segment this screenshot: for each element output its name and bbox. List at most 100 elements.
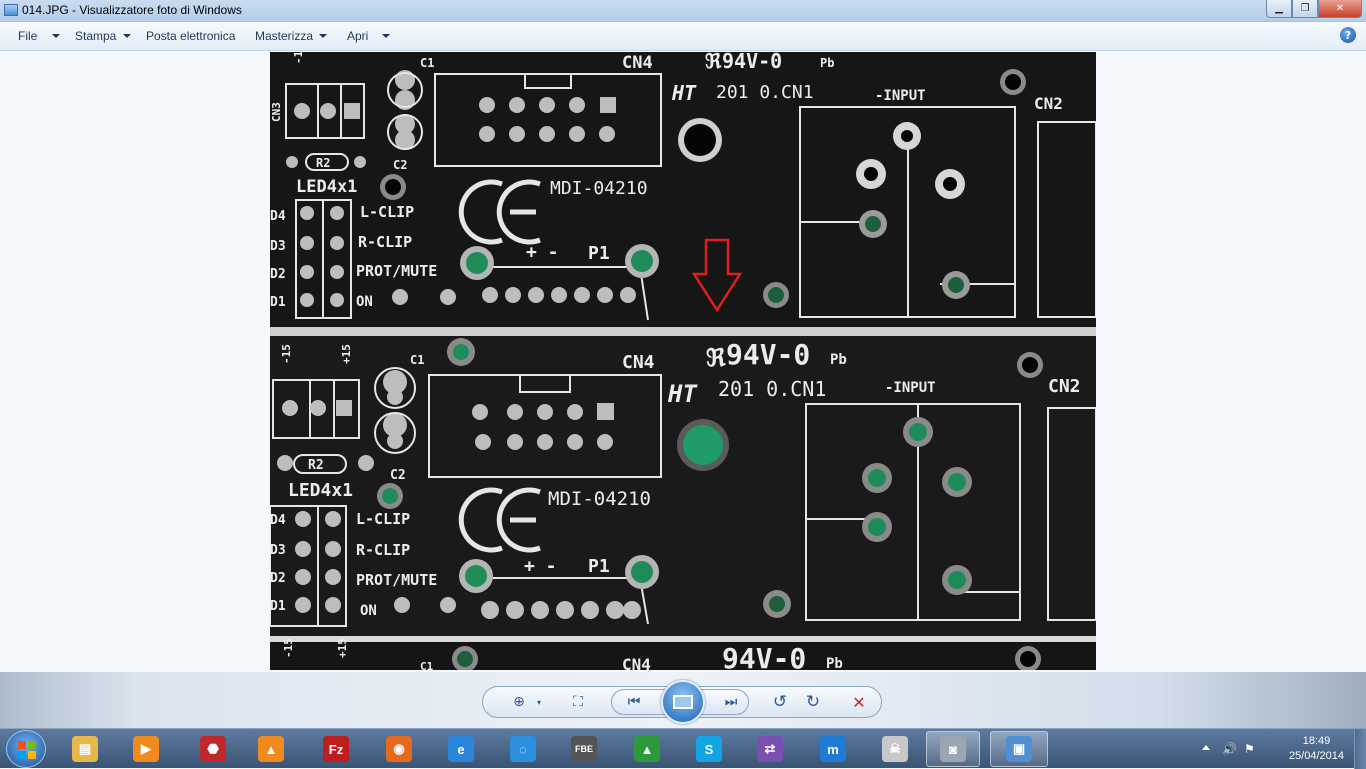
svg-text:D4: D4	[270, 513, 286, 528]
taskbar-app-vlc[interactable]: ▲	[244, 731, 298, 767]
svg-text:ON: ON	[360, 603, 377, 619]
media-player-icon: ▶	[133, 736, 159, 762]
rotate-counterclockwise-icon[interactable]: ↺	[772, 692, 788, 712]
taskbar-app-skype[interactable]: S	[682, 731, 736, 767]
label-c1: C1	[420, 56, 434, 70]
svg-text:MDI-04210: MDI-04210	[548, 488, 651, 510]
show-desktop-button[interactable]	[1354, 729, 1366, 769]
previous-icon[interactable]: ⏮	[627, 694, 641, 710]
taskbar-app-camera[interactable]: ◙	[926, 731, 980, 767]
next-icon[interactable]: ⏭	[724, 694, 738, 710]
svg-text:Pb: Pb	[830, 352, 847, 368]
chevron-down-icon[interactable]	[319, 34, 327, 38]
camera-icon: ◙	[940, 736, 966, 762]
maxthon-icon: m	[820, 736, 846, 762]
start-button[interactable]	[6, 730, 46, 768]
taskbar-app-firefox[interactable]: ◉	[372, 731, 426, 767]
taskbar-app-filezilla[interactable]: Fz	[309, 731, 363, 767]
taskbar-app-maxthon[interactable]: m	[806, 731, 860, 767]
zoom-icon[interactable]: ⊕	[513, 694, 525, 710]
svg-text:C1: C1	[420, 660, 434, 670]
menu-bar: File Stampa Posta elettronica Masterizza…	[0, 22, 1366, 51]
menu-posta-elettronica[interactable]: Posta elettronica	[146, 29, 236, 43]
taskbar-app-network-tool[interactable]: ⇄	[743, 731, 797, 767]
taskbar-app-fbe[interactable]: FBE	[557, 731, 611, 767]
label-c2: C2	[393, 158, 407, 172]
zoom-dropdown-icon[interactable]: ▾	[536, 697, 541, 707]
minimize-button[interactable]: ▁	[1266, 0, 1292, 18]
chevron-down-icon[interactable]	[382, 34, 390, 38]
slideshow-icon	[673, 695, 693, 709]
svg-text:-15: -15	[280, 344, 293, 364]
displayed-photo: CN4 ℜ 94V-0 Pb HT 201 0.CN1 -INPUT CN2 C…	[270, 52, 1096, 670]
menu-masterizza[interactable]: Masterizza	[255, 29, 314, 43]
label-cn2: CN2	[1034, 94, 1063, 113]
taskbar-app-stop-app[interactable]: ⬣	[186, 731, 240, 767]
maximize-button[interactable]: ❐	[1292, 0, 1318, 18]
label-rclip: R-CLIP	[358, 233, 412, 251]
filezilla-icon: Fz	[323, 736, 349, 762]
network-tool-icon: ⇄	[757, 736, 783, 762]
svg-text:D3: D3	[270, 543, 286, 558]
label-cn1: 201 0.CN1	[716, 82, 814, 103]
firefox-icon: ◉	[386, 736, 412, 762]
svg-text:R-CLIP: R-CLIP	[356, 541, 410, 559]
svg-text:C2: C2	[390, 468, 406, 483]
help-icon[interactable]: ?	[1340, 27, 1356, 43]
title-bar[interactable]: 014.JPG - Visualizzatore foto di Windows…	[0, 0, 1366, 22]
internet-explorer-icon: e	[448, 736, 474, 762]
menu-stampa[interactable]: Stampa	[75, 29, 117, 43]
image-viewport[interactable]: CN4 ℜ 94V-0 Pb HT 201 0.CN1 -INPUT CN2 C…	[0, 52, 1366, 672]
label-prot: PROT/MUTE	[356, 262, 437, 280]
slideshow-button[interactable]	[661, 680, 705, 724]
volume-icon[interactable]: 🔊	[1222, 742, 1237, 756]
taskbar-app-photo-viewer[interactable]: ▣	[990, 731, 1048, 767]
label-d1: D1	[270, 295, 286, 310]
label-input: -INPUT	[875, 88, 926, 104]
svg-text:CN2: CN2	[1048, 376, 1081, 397]
actual-size-icon[interactable]: ⛶	[573, 694, 583, 710]
taskbar-app-green-app[interactable]: ▲	[620, 731, 674, 767]
chat-icon: ◌	[510, 736, 536, 762]
svg-text:HT: HT	[667, 380, 698, 408]
rotate-clockwise-icon[interactable]: ↻	[805, 692, 821, 712]
show-hidden-icons-icon[interactable]	[1202, 745, 1210, 750]
chevron-down-icon[interactable]	[123, 34, 131, 38]
label-lclip: L-CLIP	[360, 203, 414, 221]
close-button[interactable]: ✕	[1318, 0, 1362, 18]
svg-text:ℜ: ℜ	[705, 52, 722, 73]
svg-text:CN4: CN4	[622, 352, 655, 373]
label-on: ON	[356, 294, 373, 310]
label-p1: P1	[588, 243, 610, 264]
taskbar-app-explorer[interactable]: ▤	[58, 731, 112, 767]
taskbar-app-chat[interactable]: ◌	[496, 731, 550, 767]
svg-text:201 0.CN1: 201 0.CN1	[718, 377, 826, 401]
chevron-down-icon[interactable]	[52, 34, 60, 38]
svg-text:+15: +15	[340, 344, 353, 364]
menu-file[interactable]: File	[18, 29, 38, 43]
network-icon[interactable]: ⚑	[1244, 742, 1255, 756]
windows-logo-icon	[18, 741, 36, 759]
menu-apri[interactable]: Apri	[347, 29, 369, 43]
alien-icon: ☠	[882, 736, 908, 762]
taskbar-app-alien[interactable]: ☠	[868, 731, 922, 767]
taskbar-app-internet-explorer[interactable]: e	[434, 731, 488, 767]
photo-viewer-app-icon	[4, 4, 18, 16]
label-r2: R2	[316, 156, 330, 170]
clock[interactable]: 18:49 25/04/2014	[1289, 734, 1344, 764]
label-ul: 94V-0	[722, 52, 782, 73]
viewer-control-bar: ⊕ ▾ ⛶ ⏮ ⏭ ↺ ↻ ✕	[0, 672, 1366, 728]
svg-text:Pb: Pb	[826, 656, 843, 670]
taskbar-app-media-player[interactable]: ▶	[119, 731, 173, 767]
clock-time: 18:49	[1302, 735, 1331, 747]
svg-text:R2: R2	[308, 458, 324, 473]
svg-text:C1: C1	[410, 353, 424, 367]
photo-viewer-window: 014.JPG - Visualizzatore foto di Windows…	[0, 0, 1366, 728]
delete-icon[interactable]: ✕	[852, 692, 866, 712]
fbe-icon: FBE	[571, 736, 597, 762]
clock-date: 25/04/2014	[1288, 750, 1344, 762]
svg-text:+ -: + -	[524, 556, 557, 577]
red-arrow-annotation	[691, 238, 743, 313]
label-led: LED4x1	[296, 177, 357, 197]
window-controls: ▁ ❐ ✕	[1266, 0, 1362, 18]
